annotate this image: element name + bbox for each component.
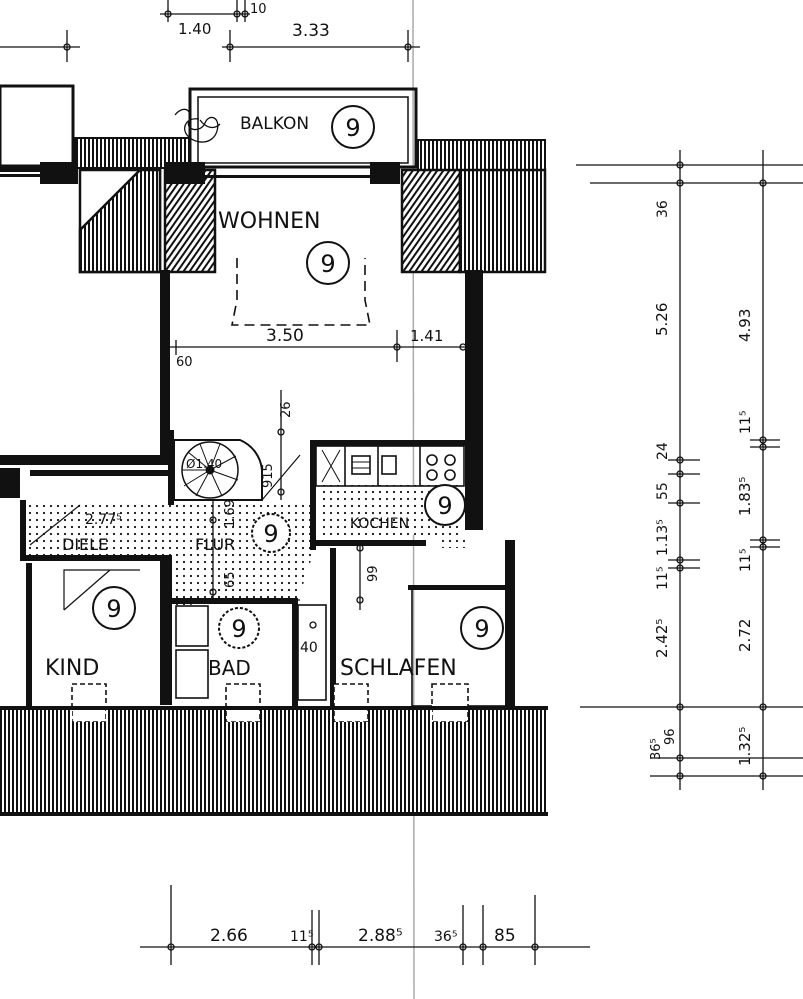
dim-right-1135: 1.13⁵	[655, 519, 671, 556]
dim-right-115c: 11⁵	[738, 549, 754, 572]
dim-bottom-85: 85	[494, 926, 516, 946]
flur-dim-marks	[209, 500, 364, 629]
room-label-kochen: KOCHEN	[350, 516, 409, 532]
dim-right-1835: 1.83⁵	[736, 477, 754, 516]
bottom-dimension-chain	[140, 885, 590, 965]
middle-walls	[0, 430, 515, 710]
dim-right-55: 55	[655, 482, 671, 500]
table-outline	[231, 258, 371, 326]
top-dimension-chain	[0, 0, 420, 62]
room-marker-bad: 9	[218, 607, 260, 649]
svg-text:9: 9	[263, 520, 278, 548]
spiral-stair	[173, 439, 263, 501]
svg-text:9: 9	[231, 615, 246, 643]
wohnen-walls	[0, 270, 483, 530]
dim-bottom-2885: 2.88⁵	[358, 926, 403, 946]
roof-windows	[71, 683, 469, 723]
dim-stair-diameter: Ø1.40	[186, 457, 222, 471]
room-marker-schlafen: 9	[460, 606, 504, 650]
dim-right-1325: 1.32⁵	[736, 727, 754, 766]
room-label-kind: KIND	[45, 656, 99, 681]
dim-inner-65: 65	[223, 571, 238, 588]
inner-dims	[170, 330, 470, 500]
dim-inner-60: 60	[176, 355, 193, 370]
room-marker-kochen: 9	[424, 484, 466, 526]
room-label-balkon: BALKON	[240, 114, 309, 134]
dim-top-3: 3.33	[292, 21, 330, 41]
svg-text:9: 9	[437, 492, 452, 520]
dim-inner-26: 26	[279, 401, 294, 418]
dim-right-365: 36⁵	[649, 738, 664, 760]
stair-arrow	[261, 454, 301, 501]
dim-inner-350: 3.50	[266, 326, 304, 346]
tree-scribble	[174, 108, 221, 143]
room-marker-balkon: 9	[331, 105, 375, 149]
room-marker-wohnen: 9	[306, 241, 350, 285]
lower-fixtures	[63, 569, 509, 707]
svg-text:9: 9	[345, 114, 360, 142]
dim-right-115a: 11⁵	[655, 567, 671, 590]
dim-inner-40: 40	[300, 640, 318, 656]
dim-bottom-115: 11⁵	[290, 929, 313, 945]
kitchen-counter	[315, 445, 465, 487]
dim-right-115b: 11⁵	[738, 411, 754, 434]
room-label-flur: FLUR	[195, 535, 235, 554]
room-label-bad: BAD	[208, 656, 251, 680]
room-label-schlafen: SCHLAFEN	[340, 656, 457, 681]
roof-lower	[0, 706, 548, 816]
svg-text:9: 9	[106, 595, 121, 623]
dim-right-272: 2.72	[736, 619, 754, 652]
dim-inner-915: 915	[261, 463, 276, 488]
svg-text:9: 9	[474, 615, 489, 643]
room-label-wohnen: WOHNEN	[218, 209, 320, 234]
dim-right-36: 36	[655, 200, 671, 218]
dim-top-2: 10	[250, 2, 267, 17]
svg-text:9: 9	[320, 250, 335, 278]
dim-right-24: 24	[655, 442, 671, 460]
dim-inner-99: 99	[366, 565, 381, 582]
diele-diagonal	[29, 504, 81, 546]
dim-bottom-365: 36⁵	[434, 929, 457, 945]
room-marker-flur: 9	[251, 513, 291, 553]
right-dimension-chains	[576, 150, 803, 790]
dim-bottom-266: 2.66	[210, 926, 248, 946]
upper-walls	[0, 162, 400, 184]
dim-top-1: 1.40	[178, 20, 211, 38]
room-label-diele: DIELE	[62, 535, 108, 554]
room-marker-kind: 9	[92, 586, 136, 630]
dim-inner-141: 1.41	[410, 327, 443, 345]
dim-right-96: 96	[663, 728, 678, 745]
dim-right-526: 5.26	[653, 303, 671, 336]
dim-inner-277: 2.77⁵	[85, 512, 122, 528]
dim-right-2425: 2.42⁵	[653, 619, 671, 658]
dim-right-493: 4.93	[736, 309, 754, 342]
dim-inner-169: 1.69	[223, 499, 238, 528]
